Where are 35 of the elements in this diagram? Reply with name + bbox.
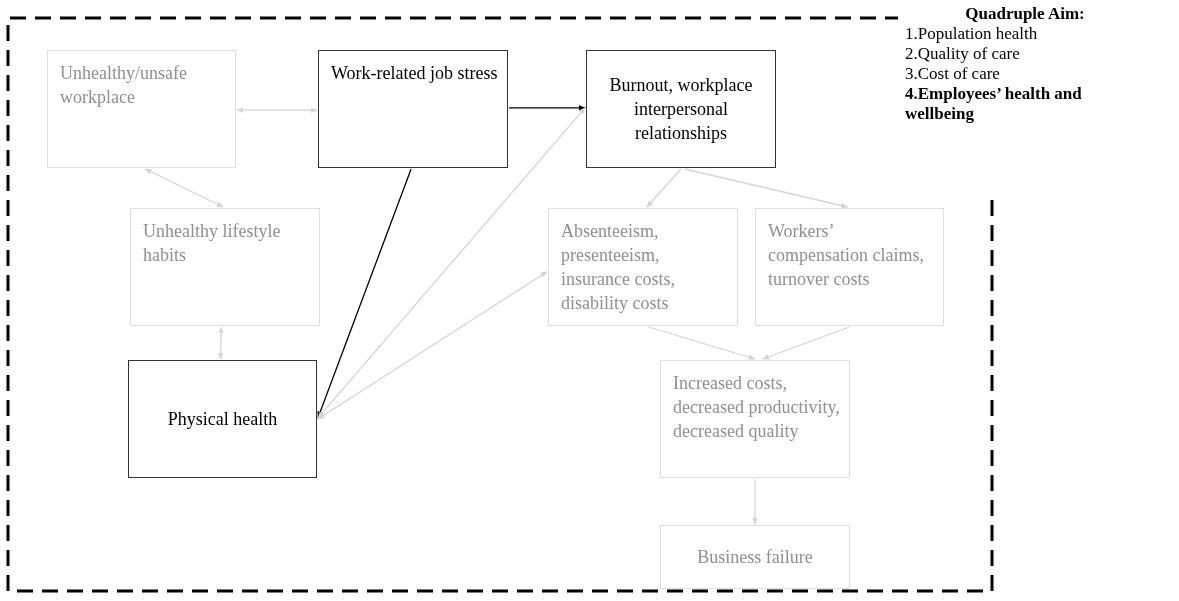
process-box bbox=[548, 208, 738, 326]
arrow bbox=[648, 326, 756, 360]
arrow bbox=[752, 478, 758, 525]
arrow bbox=[236, 107, 318, 113]
box-text: Work-related job stress bbox=[331, 62, 499, 85]
box-text: Unhealthy lifestyle habits bbox=[143, 220, 282, 267]
process-box bbox=[586, 50, 776, 168]
arrow bbox=[144, 168, 224, 208]
process-box bbox=[130, 208, 320, 326]
arrow bbox=[317, 168, 412, 419]
list-item: 4.Employees’ health and wellbeing bbox=[905, 84, 1083, 124]
arrow bbox=[646, 168, 682, 208]
process-box bbox=[318, 50, 508, 168]
process-box bbox=[660, 525, 850, 589]
arrow bbox=[761, 326, 851, 360]
box-text: Increased costs, decreased productivity, decreased quality bbox=[673, 372, 841, 443]
box-text: Business failure bbox=[697, 546, 813, 569]
list-item: 1.Population health bbox=[905, 24, 1039, 44]
process-box bbox=[47, 50, 236, 168]
box-text: Absenteeism, presenteeism, insurance costs, disability costs bbox=[561, 220, 676, 315]
arrow bbox=[217, 326, 224, 360]
process-box bbox=[660, 360, 850, 478]
arrow bbox=[317, 271, 548, 420]
box-text: Burnout, workplace interpersonal relationships bbox=[608, 74, 754, 145]
process-box bbox=[128, 360, 317, 478]
list-heading: Quadruple Aim: bbox=[965, 4, 1085, 24]
list-item: 3.Cost of care bbox=[905, 64, 1001, 84]
arrow bbox=[508, 105, 586, 111]
box-text: Physical health bbox=[167, 408, 278, 431]
box-text: Workers’ compensation claims, turnover costs bbox=[768, 220, 925, 291]
process-box bbox=[755, 208, 944, 326]
box-text: Unhealthy/unsafe workplace bbox=[60, 62, 188, 109]
list-item: 2.Quality of care bbox=[905, 44, 1021, 64]
arrow bbox=[317, 107, 586, 419]
arrow bbox=[684, 168, 849, 209]
